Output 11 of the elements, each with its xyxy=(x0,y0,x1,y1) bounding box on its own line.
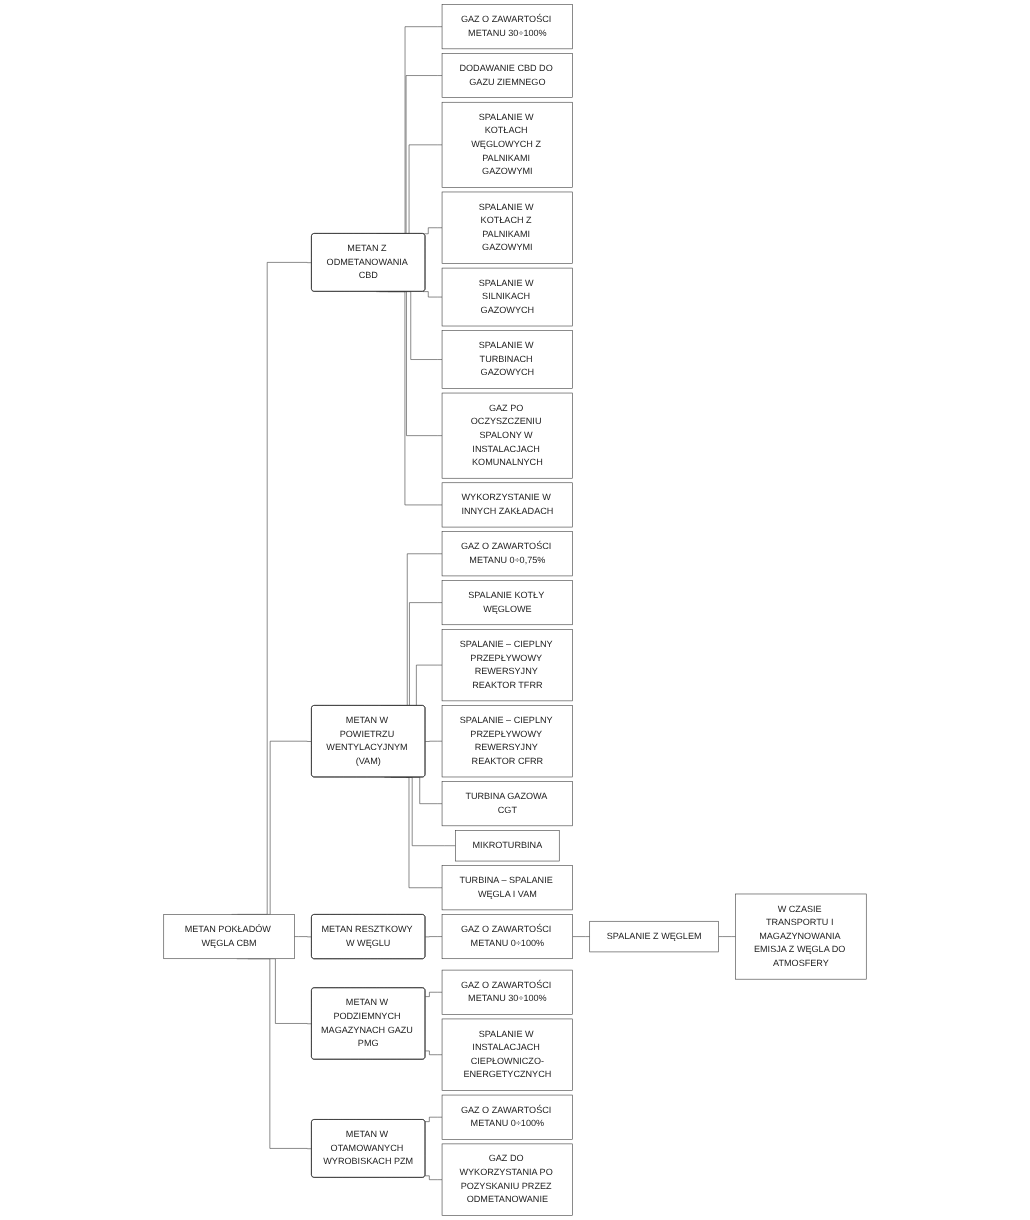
connector xyxy=(424,1175,443,1180)
connector xyxy=(425,740,443,742)
connector xyxy=(424,1116,443,1122)
connector xyxy=(425,991,443,997)
connector xyxy=(425,936,443,938)
connector xyxy=(425,1050,443,1055)
connector xyxy=(718,936,736,937)
connector xyxy=(572,936,590,937)
connector xyxy=(422,227,443,235)
connector xyxy=(422,291,443,298)
connector xyxy=(294,936,312,938)
